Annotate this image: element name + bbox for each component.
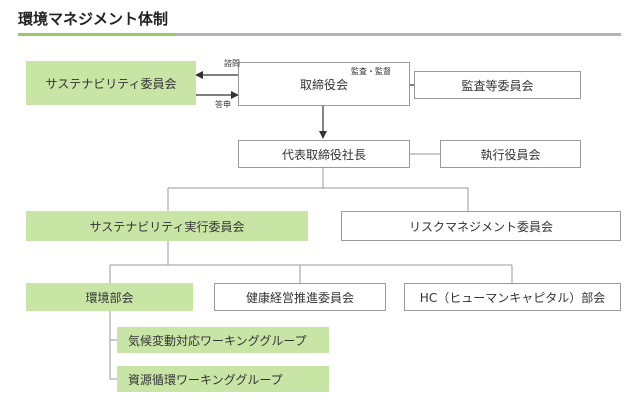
recycling-wg-box: 資源循環ワーキンググループ <box>117 366 329 392</box>
title-underline <box>18 33 621 36</box>
risk-committee-box: リスクマネジメント委員会 <box>341 211 621 241</box>
consult-label: 諮問 <box>224 59 240 68</box>
sustainability-exec-committee-box: サステナビリティ実行委員会 <box>26 211 308 241</box>
ceo-box: 代表取締役社長 <box>238 140 410 168</box>
sustainability-committee-box: サステナビリティ委員会 <box>26 61 196 105</box>
executive-committee-box: 執行役員会 <box>440 140 581 168</box>
page-title: 環境マネジメント体制 <box>18 10 169 28</box>
environment-division-box: 環境部会 <box>26 283 193 311</box>
report-label: 答申 <box>215 100 231 109</box>
health-committee-box: 健康経営推進委員会 <box>214 283 386 311</box>
board-box: 取締役会 <box>238 62 410 106</box>
audit-label: 監査・監督 <box>351 67 391 76</box>
audit-committee-box: 監査等委員会 <box>414 71 581 99</box>
hc-division-box: HC（ヒューマンキャピタル）部会 <box>404 283 621 311</box>
climate-wg-box: 気候変動対応ワーキンググループ <box>117 327 329 353</box>
